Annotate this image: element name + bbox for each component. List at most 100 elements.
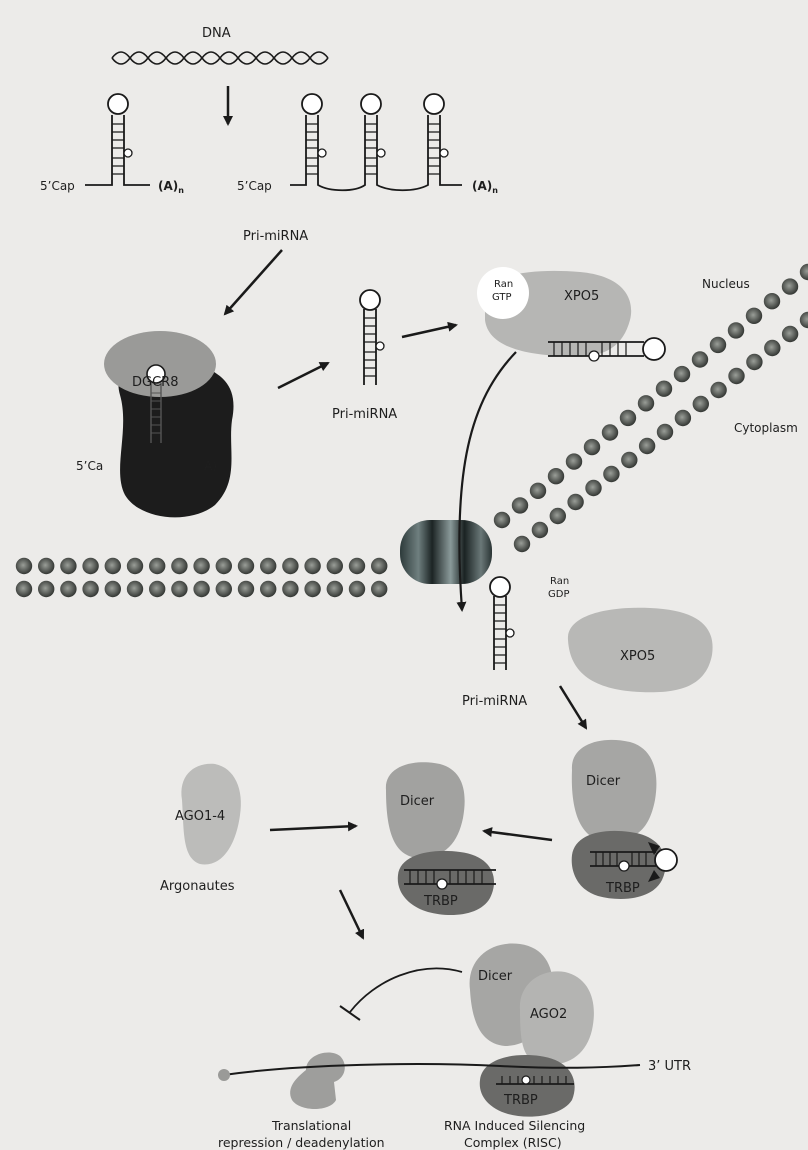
membrane-bead bbox=[692, 351, 708, 367]
dicer-risc-label: Dicer bbox=[478, 969, 513, 984]
membrane-bead bbox=[693, 396, 709, 412]
membrane-bead bbox=[260, 581, 276, 597]
membrane-bead bbox=[127, 558, 143, 574]
xpo5-cyto-label: XPO5 bbox=[620, 649, 655, 664]
dna-label: DNA bbox=[202, 26, 231, 41]
argonautes-label: Argonautes bbox=[160, 879, 235, 894]
membrane-bead bbox=[149, 581, 165, 597]
pri-mirna-hairpin-mid bbox=[360, 290, 384, 385]
membrane-bead bbox=[16, 558, 32, 574]
membrane-bead bbox=[602, 424, 618, 440]
xpo5-nuclear-label: XPO5 bbox=[564, 289, 599, 304]
utr-label: 3’ UTR bbox=[648, 1059, 691, 1074]
membrane-bead bbox=[238, 558, 254, 574]
arrow-to-xpo5 bbox=[402, 325, 456, 337]
membrane-bead bbox=[800, 264, 808, 280]
translational-label-2: repression / deadenylation bbox=[218, 1135, 385, 1150]
membrane-bead bbox=[60, 581, 76, 597]
arrow-to-dicer-mid bbox=[484, 831, 552, 840]
ago14-label: AGO1-4 bbox=[175, 809, 225, 824]
membrane-bead bbox=[639, 438, 655, 454]
membrane-bead bbox=[82, 558, 98, 574]
arrow-to-risc bbox=[340, 890, 363, 938]
nuclear-pore bbox=[400, 520, 492, 584]
membrane-bead bbox=[548, 468, 564, 484]
membrane-bead bbox=[746, 308, 762, 324]
membrane-bead bbox=[149, 558, 165, 574]
membrane-bead bbox=[371, 581, 387, 597]
arrow-to-microprocessor bbox=[225, 250, 282, 314]
dicer-right-label: Dicer bbox=[586, 774, 621, 789]
membrane-bead bbox=[282, 581, 298, 597]
translational-label-1: Translational bbox=[271, 1118, 351, 1133]
membrane-bead bbox=[349, 581, 365, 597]
pri-mirna-cyto-label: Pri-miRNA bbox=[462, 694, 527, 709]
membrane-bead bbox=[585, 480, 601, 496]
membrane-bead bbox=[105, 558, 121, 574]
dicer-trbp-mid-complex bbox=[386, 762, 496, 915]
membrane-bead bbox=[216, 581, 232, 597]
inhibition-bar-icon bbox=[340, 1006, 360, 1020]
dna-helix bbox=[112, 52, 328, 64]
membrane-bead bbox=[674, 366, 690, 382]
ago2-label: AGO2 bbox=[530, 1007, 567, 1022]
risc-label-1: RNA Induced Silencing bbox=[444, 1118, 585, 1133]
membrane-bead bbox=[105, 581, 121, 597]
membrane-bead bbox=[171, 581, 187, 597]
trbp-right-label: TRBP bbox=[605, 881, 640, 896]
membrane-bead bbox=[710, 337, 726, 353]
membrane-bead bbox=[349, 558, 365, 574]
polya-right-label: (A)n bbox=[472, 179, 498, 195]
membrane-bead bbox=[171, 558, 187, 574]
pri-mirna-mid-label: Pri-miRNA bbox=[332, 407, 397, 422]
membrane-bead bbox=[603, 466, 619, 482]
dicer-mid-label: Dicer bbox=[400, 794, 435, 809]
dgcr8-label: DGCR8 bbox=[132, 375, 178, 390]
ran-gdp-label-2: GDP bbox=[548, 589, 569, 600]
trbp-mid-label: TRBP bbox=[423, 894, 458, 909]
ran-gdp-label-1: Ran bbox=[550, 576, 569, 587]
membrane-bead bbox=[620, 410, 636, 426]
pri-mirna-transcript-right bbox=[290, 94, 462, 190]
membrane-bead bbox=[514, 536, 530, 552]
arrow-to-dicer-right bbox=[560, 686, 586, 728]
membrane-bead bbox=[782, 278, 798, 294]
cap-right-label: 5’Cap bbox=[237, 179, 272, 193]
ran-gtp-label-2: GTP bbox=[492, 292, 512, 303]
membrane-bead bbox=[782, 326, 798, 342]
membrane-bead bbox=[38, 581, 54, 597]
arrow-to-pri-mirna-mid bbox=[278, 363, 328, 388]
membrane-bead bbox=[728, 368, 744, 384]
membrane-bead bbox=[764, 340, 780, 356]
membrane-bead bbox=[512, 497, 528, 513]
arrow-ago-to-dicer bbox=[270, 826, 356, 830]
membrane-bead bbox=[657, 424, 673, 440]
membrane-bead bbox=[327, 581, 343, 597]
cap-left-label: 5’Cap bbox=[40, 179, 75, 193]
trbp-risc-label: TRBP bbox=[503, 1093, 538, 1108]
membrane-bead bbox=[764, 293, 780, 309]
membrane-bead bbox=[371, 558, 387, 574]
membrane-bead bbox=[494, 512, 510, 528]
membrane-bead bbox=[327, 558, 343, 574]
dicer-trbp-right-complex bbox=[572, 740, 677, 899]
polya-left-label: (A)n bbox=[158, 179, 184, 195]
membrane-bead bbox=[238, 581, 254, 597]
nucleus-label: Nucleus bbox=[702, 277, 750, 291]
membrane-bead bbox=[38, 558, 54, 574]
inhibition-curve bbox=[350, 968, 462, 1012]
membrane-bead bbox=[127, 581, 143, 597]
membrane-bead bbox=[530, 483, 546, 499]
membrane-bead bbox=[567, 494, 583, 510]
ribosome-shape bbox=[290, 1052, 345, 1109]
membrane-bead bbox=[800, 312, 808, 328]
pri-mirna-transcript-left bbox=[85, 94, 150, 185]
membrane-bead bbox=[728, 322, 744, 338]
membrane-bead bbox=[216, 558, 232, 574]
membrane-bead bbox=[193, 581, 209, 597]
membrane-bead bbox=[82, 581, 98, 597]
membrane-bead bbox=[16, 581, 32, 597]
membrane-bead bbox=[675, 410, 691, 426]
